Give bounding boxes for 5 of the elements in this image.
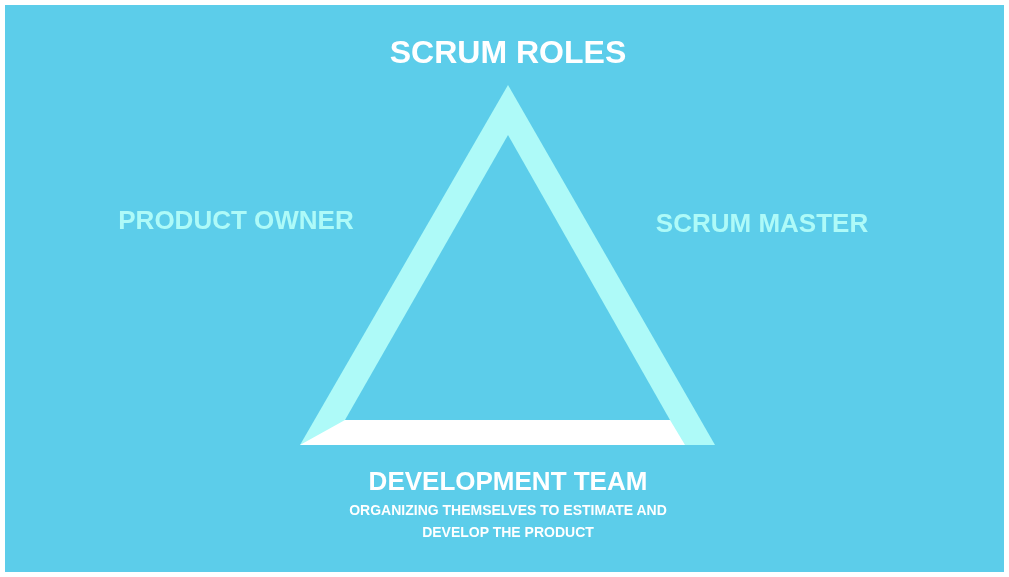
- diagram-title: SCRUM ROLES: [389, 33, 627, 71]
- role-label: DEVELOPMENT TEAM: [368, 465, 648, 497]
- description-text: ORGANIZING THEMSELVES TO ESTIMATE AND DEVELOP THE PRODUCT: [348, 501, 668, 542]
- role-label: PRODUCT OWNER: [118, 204, 354, 236]
- role-label: SCRUM MASTER: [655, 207, 869, 239]
